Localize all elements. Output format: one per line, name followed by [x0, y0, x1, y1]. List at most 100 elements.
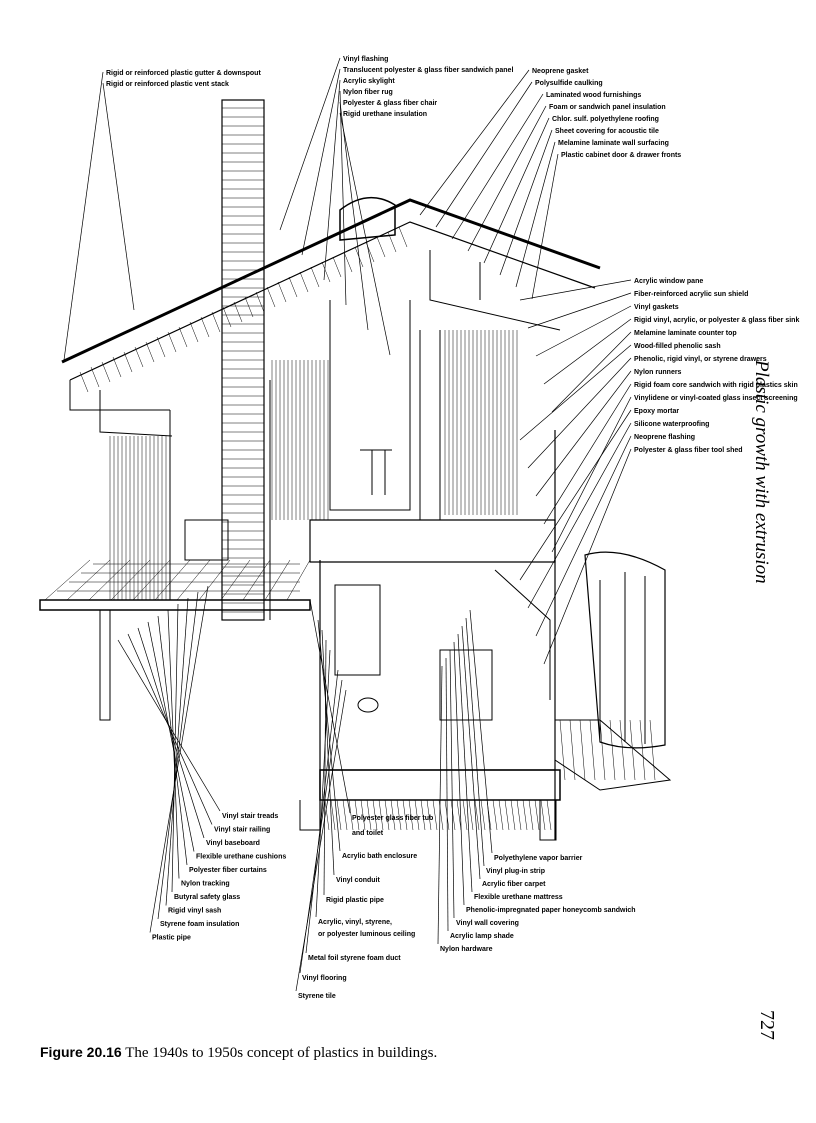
leader-line — [437, 665, 443, 945]
callout-label-top-right-4: Chlor. sulf. polyethylene roofing — [552, 116, 659, 123]
leader-line — [63, 71, 104, 361]
callout-label-right-9: Vinylidene or vinyl-coated glass insect … — [634, 395, 798, 402]
leader-line — [339, 90, 347, 306]
callout-label-right-10: Epoxy mortar — [634, 408, 679, 415]
leader-line — [515, 141, 556, 288]
callout-label-top-center-2: Acrylic skylight — [343, 78, 395, 85]
leader-line — [449, 649, 455, 919]
callout-label-bottom-left-9: Plastic pipe — [152, 935, 191, 942]
callout-label-bottom-right-6: Acrylic lamp shade — [450, 933, 514, 940]
caption-text: The 1940s to 1950s concept of plastics i… — [125, 1045, 438, 1061]
callout-label-top-right-1: Polysulfide caulking — [535, 80, 603, 87]
leader-line — [167, 609, 180, 879]
callout-label-right-8: Rigid foam core sandwich with rigid plas… — [634, 382, 798, 389]
callout-leader-lines — [63, 57, 632, 992]
callout-label-top-center-5: Rigid urethane insulation — [343, 111, 427, 118]
leader-line — [535, 435, 632, 637]
callout-label-bottom-right-3: Flexible urethane mattress — [474, 894, 563, 901]
running-head: Plastic growth with extrusion — [751, 360, 772, 584]
leader-line — [435, 81, 533, 228]
leader-line — [519, 344, 632, 441]
callout-label-right-7: Nylon runners — [634, 369, 682, 376]
leader-line — [147, 621, 195, 852]
leader-line — [527, 292, 632, 329]
leader-line — [551, 331, 632, 413]
callout-label-bottom-center-1: and toilet — [352, 830, 384, 837]
leader-line — [301, 68, 341, 256]
callout-label-bottom-left-2: Vinyl baseboard — [206, 840, 260, 847]
callout-label-bottom-right-7: Nylon hardware — [440, 946, 493, 953]
leader-line — [519, 409, 632, 581]
callout-label-bottom-right-5: Vinyl wall covering — [456, 920, 519, 927]
callout-label-top-right-3: Foam or sandwich panel insulation — [549, 104, 666, 111]
callout-label-bottom-right-2: Acrylic fiber carpet — [482, 881, 546, 888]
callout-label-right-1: Fiber-reinforced acrylic sun shield — [634, 291, 748, 298]
callout-label-top-left-0: Rigid or reinforced plastic gutter & dow… — [106, 70, 261, 77]
callout-label-top-right-2: Laminated wood furnishings — [546, 92, 641, 99]
leader-line — [499, 129, 553, 276]
leader-line — [317, 619, 341, 852]
leader-line — [165, 597, 189, 906]
leader-line — [309, 599, 351, 814]
callout-label-bottom-center-2: Acrylic bath enclosure — [342, 853, 417, 860]
leader-line — [469, 609, 493, 854]
leader-line — [543, 318, 632, 385]
leader-line — [339, 112, 391, 356]
callout-label-bottom-right-0: Polyethylene vapor barrier — [494, 855, 583, 862]
leader-line — [483, 117, 550, 264]
callout-label-bottom-center-3: Vinyl conduit — [336, 877, 380, 884]
leader-line — [149, 585, 209, 933]
leader-line — [315, 649, 331, 918]
leader-line — [279, 57, 341, 231]
callout-label-top-right-7: Plastic cabinet door & drawer fronts — [561, 152, 681, 159]
callout-label-bottom-center-8: Vinyl flooring — [302, 975, 347, 982]
callout-label-top-center-4: Polyester & glass fiber chair — [343, 100, 437, 107]
leader-line — [535, 370, 632, 497]
callout-label-top-right-5: Sheet covering for acoustic tile — [555, 128, 659, 135]
leader-line — [171, 603, 179, 893]
leader-line — [467, 105, 547, 252]
leader-line — [451, 93, 544, 240]
callout-label-bottom-center-7: Metal foil styrene foam duct — [308, 955, 401, 962]
callout-labels: Rigid or reinforced plastic gutter & dow… — [106, 56, 799, 1000]
callout-label-bottom-center-6: or polyester luminous ceiling — [318, 931, 415, 938]
callout-label-top-center-3: Nylon fiber rug — [343, 89, 393, 96]
leader-line — [527, 357, 632, 469]
figure-caption: Figure 20.16 The 1940s to 1950s concept … — [40, 1042, 720, 1063]
leader-line — [305, 669, 339, 954]
leader-line — [543, 383, 632, 525]
callout-label-bottom-left-4: Polyester fiber curtains — [189, 867, 267, 874]
leader-line — [157, 591, 199, 920]
leader-line — [531, 153, 559, 300]
leader-line — [321, 629, 335, 876]
house-line-drawing — [39, 99, 672, 841]
callout-label-top-center-1: Translucent polyester & glass fiber sand… — [343, 67, 513, 74]
page-number: 727 — [756, 1010, 778, 1040]
leader-line — [457, 633, 473, 893]
callout-label-right-3: Rigid vinyl, acrylic, or polyester & gla… — [634, 317, 799, 324]
leader-line — [535, 305, 632, 357]
callout-label-bottom-left-6: Butyral safety glass — [174, 894, 240, 901]
callout-label-top-center-0: Vinyl flashing — [343, 56, 388, 63]
leader-line — [137, 627, 205, 839]
callout-label-top-right-6: Melamine laminate wall surfacing — [558, 140, 669, 147]
callout-label-bottom-left-0: Vinyl stair treads — [222, 813, 278, 820]
leader-line — [419, 69, 530, 216]
leader-line — [551, 396, 632, 553]
callout-label-right-0: Acrylic window pane — [634, 278, 703, 285]
callout-label-right-11: Silicone waterproofing — [634, 421, 709, 428]
callout-label-bottom-center-9: Styrene tile — [298, 993, 336, 1000]
callout-label-bottom-center-0: Polyester glass fiber tub — [352, 815, 433, 822]
leader-line — [157, 615, 188, 866]
callout-label-bottom-right-4: Phenolic-impregnated paper honeycomb san… — [466, 907, 636, 914]
leader-line — [339, 101, 369, 331]
wall-siding-hatching — [79, 226, 552, 831]
leader-line — [461, 625, 481, 880]
callout-label-top-right-0: Neoprene gasket — [532, 68, 589, 75]
callout-label-bottom-center-5: Acrylic, vinyl, styrene, — [318, 919, 392, 926]
leader-line — [453, 641, 465, 906]
callout-label-right-4: Melamine laminate counter top — [634, 330, 737, 337]
leader-line — [519, 279, 632, 301]
